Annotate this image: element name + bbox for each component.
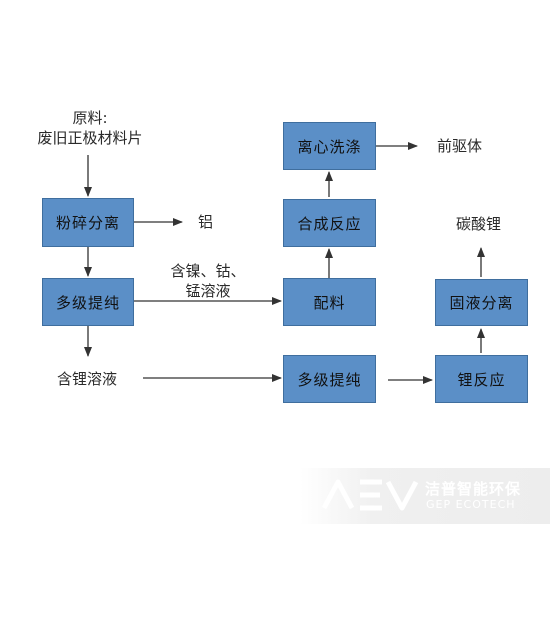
precursor-label: 前驱体 xyxy=(437,137,483,155)
node-solid-liquid-separation: 固液分离 xyxy=(435,279,528,326)
watermark-band xyxy=(300,468,550,524)
node-centrifuge-wash: 离心洗涤 xyxy=(283,122,376,170)
ni-co-mn-line1: 含镍、钴、 xyxy=(170,262,246,280)
lithium-solution-label: 含锂溶液 xyxy=(57,370,118,388)
node-multi-purify-1: 多级提纯 xyxy=(42,278,134,326)
ni-co-mn-label: 含镍、钴、 锰溶液 xyxy=(158,261,258,301)
aluminum-label: 铝 xyxy=(198,213,214,231)
node-synthesis: 合成反应 xyxy=(283,199,376,247)
gep-logo-icon xyxy=(321,479,419,511)
raw-material-label: 原料: 废旧正极材料片 xyxy=(30,108,150,148)
watermark-en: GEP ECOTECH xyxy=(426,498,516,511)
ni-co-mn-line2: 锰溶液 xyxy=(185,282,231,300)
node-multi-purify-2: 多级提纯 xyxy=(283,355,376,403)
raw-material-line2: 废旧正极材料片 xyxy=(37,129,143,147)
lithium-carbonate-label: 碳酸锂 xyxy=(456,215,502,233)
node-batching: 配料 xyxy=(283,278,376,326)
node-crush-separate: 粉碎分离 xyxy=(42,198,134,247)
watermark-cn: 洁普智能环保 xyxy=(425,480,522,498)
node-lithium-reaction: 锂反应 xyxy=(435,355,528,403)
raw-material-line1: 原料: xyxy=(72,109,108,127)
